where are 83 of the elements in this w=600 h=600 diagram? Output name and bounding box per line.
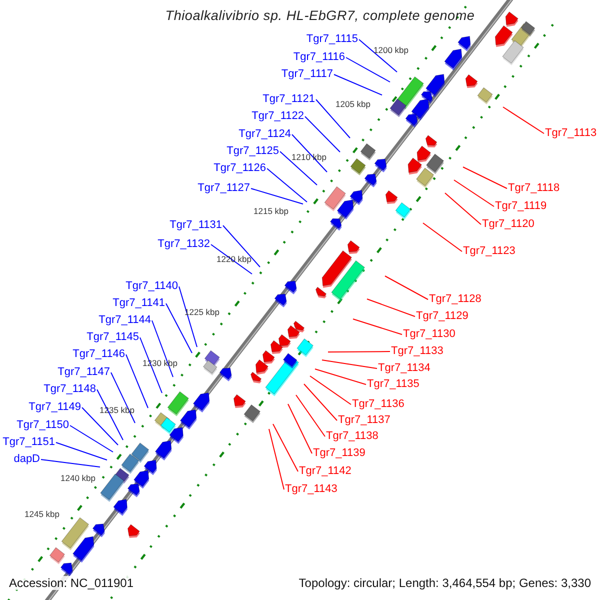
leader-line [56, 442, 108, 460]
gene-label: Tgr7_1120 [482, 218, 534, 231]
leader-line [462, 166, 508, 189]
scale-label: 1200 kbp [372, 45, 410, 55]
gene-label: Tgr7_1121 [262, 93, 315, 106]
leader-line [166, 303, 192, 354]
gene-label: Tgr7_1144 [98, 314, 151, 327]
leader-line [322, 360, 378, 369]
gene-label: Tgr7_1139 [313, 447, 366, 460]
gene-label: Tgr7_1140 [126, 280, 178, 293]
leader-line [454, 180, 494, 207]
gene-label: Tgr7_1127 [198, 182, 250, 195]
gene-label: Tgr7_1129 [416, 310, 468, 323]
gene-label: Tgr7_1151 [2, 436, 55, 449]
gene-label: Tgr7_1145 [86, 331, 139, 344]
leader-line [422, 222, 462, 252]
gene-label: Tgr7_1135 [367, 378, 420, 391]
gene-label: Tgr7_1126 [214, 162, 266, 175]
gene-label: Tgr7_1149 [28, 401, 81, 414]
gene-label: Tgr7_1117 [281, 68, 333, 81]
leader-line [384, 276, 428, 300]
leader-line [272, 424, 298, 472]
scale-label: 1240 kbp [60, 473, 96, 483]
gene-label: Tgr7_1115 [306, 33, 358, 46]
gene-label: Tgr7_1124 [238, 128, 291, 141]
leader-line [280, 151, 318, 186]
leader-line [126, 354, 148, 408]
leader-line [178, 286, 198, 348]
leader-line [366, 298, 416, 317]
gene-label: Tgr7_1122 [252, 110, 304, 123]
gene-label: Tgr7_1141 [112, 297, 165, 310]
gene-label: Tgr7_1134 [378, 362, 430, 375]
leader-line [358, 39, 398, 72]
leader-line [82, 407, 118, 446]
gene-label: Tgr7_1118 [508, 182, 560, 195]
scale-label: 1245 kbp [24, 509, 60, 519]
gene-label: Tgr7_1143 [285, 483, 338, 496]
leader-line [250, 188, 304, 204]
leader-line [314, 368, 366, 385]
leader-line [268, 428, 284, 490]
gene-label: Tgr7_1113 [545, 127, 597, 140]
gene-label: dapD [14, 453, 40, 466]
leader-line [222, 225, 260, 268]
leader-line [292, 134, 328, 172]
gene-label: Tgr7_1116 [293, 51, 345, 64]
gene-label: Tgr7_1131 [170, 219, 222, 232]
gene-label: Tgr7_1119 [495, 200, 547, 213]
leader-line [352, 318, 402, 335]
leader-line [70, 425, 114, 452]
gene-label: Tgr7_1142 [299, 465, 352, 478]
leader-line [316, 99, 350, 138]
leader-line [328, 351, 390, 352]
gene-label: Tgr7_1132 [158, 238, 210, 251]
leader-line [210, 244, 252, 274]
leader-line [502, 106, 544, 134]
gene-label: Tgr7_1148 [44, 383, 96, 396]
gene-label: Tgr7_1128 [429, 293, 482, 306]
leader-line [288, 404, 312, 454]
gene-label: Tgr7_1137 [338, 414, 390, 427]
leader-line [310, 376, 352, 405]
leader-line [444, 192, 482, 225]
leader-line [334, 74, 382, 96]
leader-line [296, 394, 326, 437]
leader-line [266, 168, 308, 202]
gene-label: Tgr7_1138 [326, 430, 378, 443]
gene-label: Tgr7_1125 [226, 145, 279, 158]
leader-line [304, 116, 340, 152]
title: Thioalkalivibrio sp. HL-EbGR7, complete genome [164, 8, 476, 23]
gene-label: Tgr7_1150 [16, 419, 69, 432]
accession-text: Accession: NC_011901 [9, 576, 134, 590]
scale-label: 1215 kbp [252, 206, 290, 216]
leader-line [346, 57, 390, 82]
gene-label: Tgr7_1130 [403, 328, 456, 341]
scale-label: 1205 kbp [334, 99, 372, 109]
gene-label: Tgr7_1147 [58, 366, 110, 379]
gene-label: Tgr7_1133 [391, 345, 444, 358]
genome-info-text: Topology: circular; Length: 3,464,554 bp; Genes: 3,330 [298, 576, 591, 590]
leader-line [304, 384, 338, 421]
scale-label: 1210 kbp [290, 152, 328, 162]
gene-label: Tgr7_1123 [463, 245, 516, 258]
leader-line [40, 459, 100, 468]
gene-label: Tgr7_1146 [72, 348, 125, 361]
gene-label: Tgr7_1136 [352, 398, 404, 411]
